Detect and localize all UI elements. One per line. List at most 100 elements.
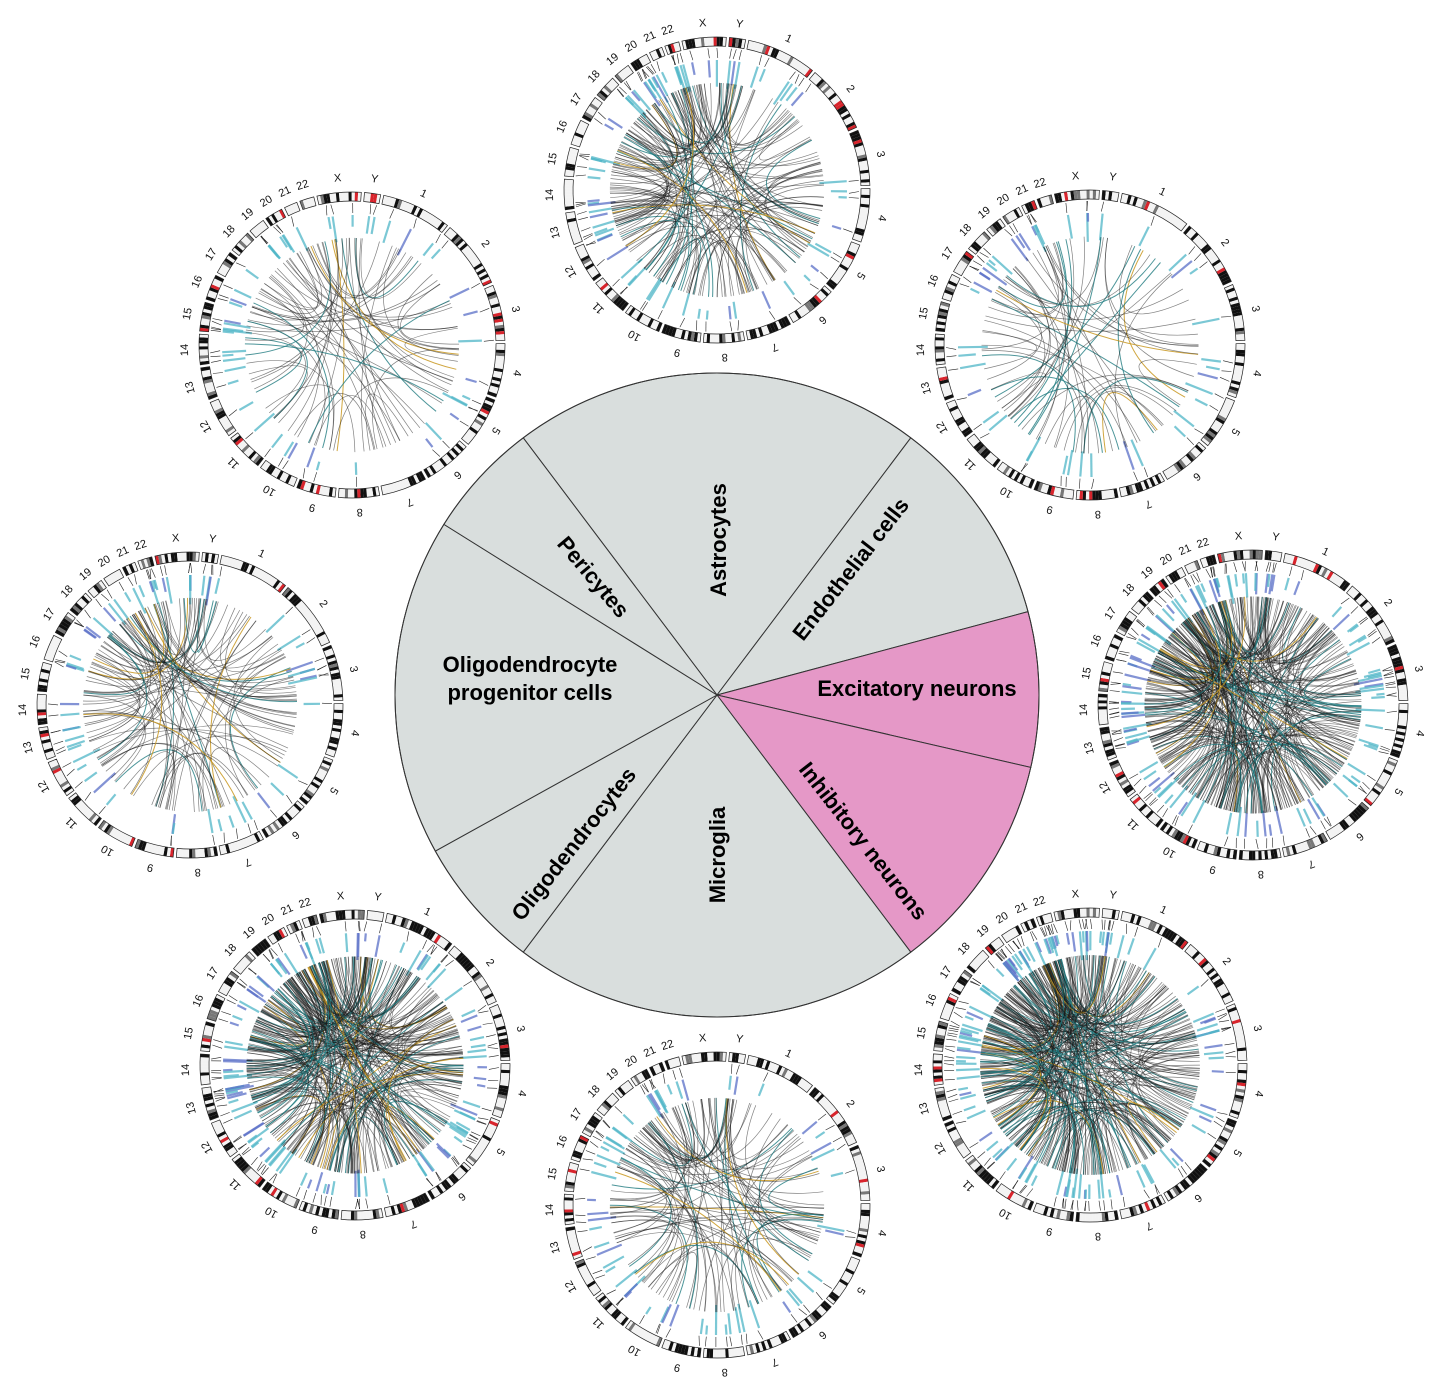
chromosome-8: 8 [1075, 1210, 1119, 1242]
chromosome-7: 7 [745, 315, 791, 354]
chromosome-y: Y [366, 891, 385, 923]
chromosome-label: 1 [418, 187, 429, 200]
chromosome-15: 15 [182, 1021, 216, 1052]
chromosome-22: 22 [660, 1038, 682, 1071]
chromosome-14: 14 [915, 333, 946, 366]
chromosome-label: 15 [1080, 666, 1094, 680]
chromosome-label: 19 [239, 206, 256, 223]
chromosome-17: 17 [939, 245, 975, 277]
chromosome-label: 16 [554, 1134, 570, 1150]
chromosome-label: 19 [976, 204, 993, 221]
chromosome-label: 10 [998, 484, 1015, 500]
chromosome-21: 21 [642, 29, 666, 62]
chromosome-label: 3 [874, 150, 887, 159]
chromosome-label: 7 [1143, 497, 1153, 510]
chromosome-label: 9 [310, 1223, 319, 1236]
chromosome-label: 6 [816, 313, 828, 326]
chord-links [609, 1097, 825, 1313]
chromosome-label: 4 [875, 214, 888, 222]
chromosome-label: 2 [844, 83, 857, 95]
chromosome-12: 12 [199, 1119, 238, 1158]
chromosome-19: 19 [976, 204, 1006, 237]
wheel-label-excitatory-neurons: Excitatory neurons [817, 676, 1016, 701]
chromosome-3: 3 [1386, 644, 1425, 701]
chromosome-4: 4 [486, 343, 523, 398]
chromosome-5: 5 [826, 241, 867, 290]
chromosome-label: 2 [479, 238, 492, 250]
chromosome-10: 10 [98, 819, 136, 859]
chromosome-label: 3 [1251, 1024, 1264, 1033]
chromosome-6: 6 [1163, 1163, 1208, 1204]
chromosome-label: 17 [204, 965, 221, 982]
chromosome-label: 12 [1097, 779, 1113, 796]
chromosome-1: 1 [1120, 904, 1189, 950]
wheel-label-astrocytes: Astrocytes [706, 483, 731, 597]
chromosome-5: 5 [826, 1256, 867, 1305]
chromosome-y: Y [201, 533, 220, 565]
chromosome-6: 6 [1325, 801, 1370, 843]
chromosome-label: 20 [623, 1053, 640, 1070]
chromosome-16: 16 [1089, 633, 1124, 662]
chord-links [246, 956, 464, 1174]
chromosome-19: 19 [77, 566, 107, 599]
chromosome-label: X [1071, 170, 1080, 183]
chromosome-22: 22 [1032, 176, 1054, 209]
chromosome-label: 14 [544, 189, 556, 202]
chromosome-17: 17 [938, 964, 973, 996]
chromosome-label: 16 [1089, 633, 1105, 649]
chromosome-17: 17 [203, 246, 238, 278]
chromosome-15: 15 [181, 301, 215, 333]
chromosome-1: 1 [381, 187, 448, 233]
chromosome-3: 3 [488, 1004, 527, 1061]
chromosome-label: Y [735, 18, 745, 31]
chromosome-11: 11 [590, 1292, 629, 1331]
chromosome-11: 11 [962, 433, 1001, 472]
chromosome-16: 16 [924, 992, 959, 1022]
chromosome-label: 2 [1220, 956, 1233, 968]
chromosome-label: 17 [938, 964, 955, 981]
chromosome-label: 2 [483, 957, 496, 969]
gene-label-track [210, 202, 494, 487]
chromosome-label: 9 [673, 1361, 682, 1374]
chromosome-17: 17 [204, 965, 240, 997]
chromosome-label: X [336, 890, 345, 903]
chromosome-label: 5 [493, 1146, 506, 1157]
chromosome-label: 4 [515, 1089, 528, 1097]
chromosome-x: X [681, 17, 727, 51]
chromosome-label: 20 [96, 553, 113, 570]
chromosome-label: 9 [1045, 503, 1054, 516]
chromosome-label: 22 [297, 896, 312, 911]
chromosome-label: 22 [295, 178, 310, 193]
chromosome-label: 15 [546, 152, 560, 166]
chromosome-10: 10 [625, 1319, 663, 1359]
chromosome-label: 18 [221, 223, 238, 240]
chromosome-label: 10 [997, 1206, 1014, 1222]
chromosome-13: 13 [184, 1086, 220, 1121]
chromosome-label: X [334, 172, 343, 185]
chromosome-label: 1 [422, 905, 433, 918]
chromosome-13: 13 [183, 366, 218, 400]
chromosome-13: 13 [917, 1086, 953, 1122]
chromosome-label: 20 [1158, 552, 1175, 569]
chromosome-label: 18 [586, 68, 603, 85]
chromosome-5: 5 [1202, 1117, 1244, 1168]
chromosome-label: Y [1271, 531, 1281, 544]
chromosome-14: 14 [17, 693, 48, 726]
chromosome-label: 5 [854, 1285, 867, 1296]
chromosome-label: 21 [279, 902, 295, 918]
chromosome-label: 14 [544, 1204, 556, 1217]
chromosome-label: 16 [554, 119, 570, 135]
chromosome-12: 12 [36, 758, 75, 797]
chromosome-17: 17 [41, 606, 76, 638]
gene-label-track [47, 562, 333, 846]
chromosome-4: 4 [851, 1203, 888, 1258]
chromosome-label: 22 [660, 23, 675, 38]
chromosome-label: 8 [1095, 1230, 1102, 1242]
chromosome-label: 1 [1320, 545, 1331, 558]
chromosome-11: 11 [960, 1154, 1000, 1194]
chromosome-21: 21 [642, 1044, 666, 1077]
chromosome-6: 6 [1162, 441, 1207, 483]
